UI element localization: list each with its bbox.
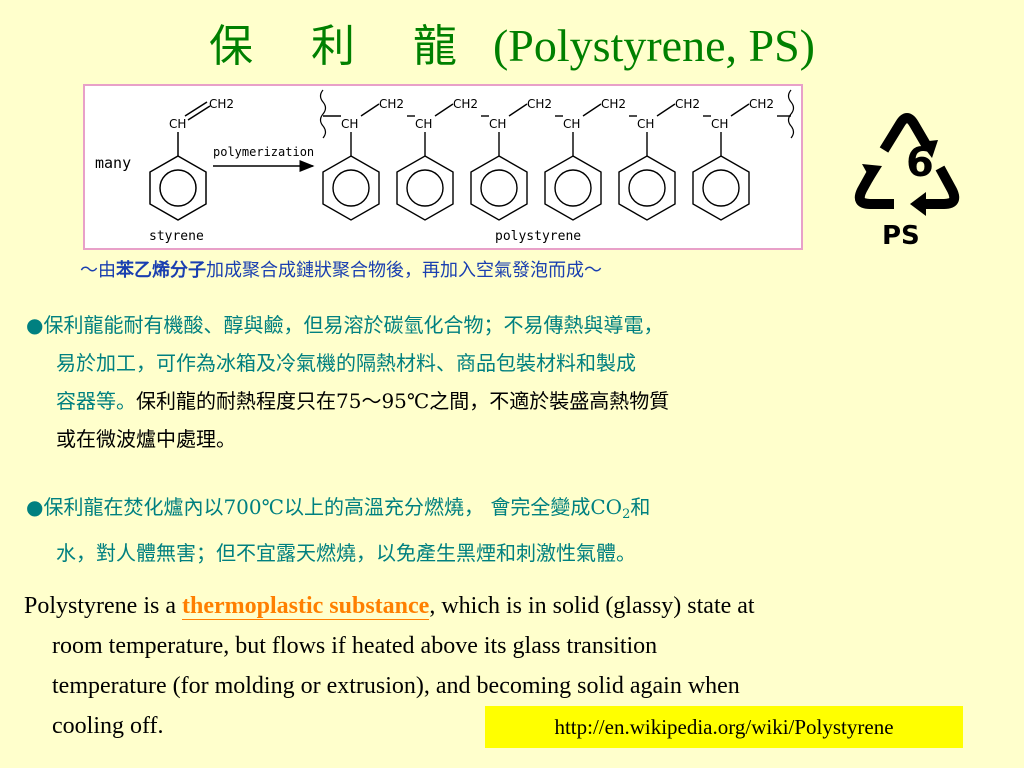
polymer-benzene-ring: [544, 155, 602, 221]
polymer-benzene-ring: [396, 155, 454, 221]
paragraph-properties: ●保利龍能耐有機酸、醇與鹼，但易溶於碳氫化合物；不易傳熱與導電， 易於加工，可作…: [26, 306, 1016, 458]
p2-subscript: 2: [622, 507, 631, 522]
p2-line2: 水，對人體無害；但不宜露天燃燒，以免產生黑煙和刺激性氣體。: [56, 541, 636, 565]
polymer-benzene-ring: [322, 155, 380, 221]
chain-break-left: [319, 89, 327, 139]
bullet-1: ●: [26, 313, 44, 337]
monomer-ch2: CH2: [209, 97, 234, 111]
polymer-ch2: CH2: [527, 97, 552, 111]
p1-line1: 保利龍能耐有機酸、醇與鹼，但易溶於碳氫化合物；不易傳熱與導電，: [43, 313, 664, 337]
polymer-ch: CH: [341, 117, 358, 131]
reaction-scheme: many CH CH2 styrene polymerization CH CH2…: [95, 89, 795, 244]
polymer-ch: CH: [489, 117, 506, 131]
en-part2: , which is in solid (glassy) state at: [429, 593, 755, 619]
bullet-2: ●: [26, 495, 44, 519]
polymer-ch2: CH2: [601, 97, 626, 111]
english-description: Polystyrene is a thermoplastic substance…: [24, 586, 994, 746]
polymer-benzene-ring: [470, 155, 528, 221]
aromatic-circle: [480, 169, 518, 207]
thermoplastic-link[interactable]: thermoplastic substance: [181, 593, 430, 620]
source-url[interactable]: http://en.wikipedia.org/wiki/Polystyrene: [485, 706, 963, 748]
polymer-ch2: CH2: [453, 97, 478, 111]
caption-rest: 加成聚合成鏈狀聚合物後，再加入空氣發泡而成～: [206, 260, 602, 281]
title-chinese: 保 利 龍: [209, 21, 479, 72]
backbone-bond: [656, 103, 676, 117]
polymer-ch: CH: [711, 117, 728, 131]
aromatic-circle: [628, 169, 666, 207]
arrow-label: polymerization: [213, 145, 314, 159]
many-label: many: [95, 154, 131, 172]
p1-line3a: 容器等。: [56, 389, 136, 413]
recycle-arrow-right: [922, 165, 960, 209]
caption-bold: 苯乙烯分子: [116, 260, 206, 281]
recycle-arrow-top: [879, 113, 933, 153]
polymer-ch2: CH2: [675, 97, 700, 111]
p1-line4: 或在微波爐中處理。: [56, 427, 236, 451]
page-title: 保 利 龍 (Polystyrene, PS): [0, 14, 1024, 79]
diagram-caption: ～由苯乙烯分子加成聚合成鏈狀聚合物後，再加入空氣發泡而成～: [80, 256, 940, 286]
aromatic-circle: [332, 169, 370, 207]
backbone-bond: [434, 103, 454, 117]
polymer-ch2: CH2: [749, 97, 774, 111]
backbone-bond: [582, 103, 602, 117]
backbone-bond: [360, 103, 380, 117]
recycle-code: PS: [882, 221, 920, 251]
p2-line1a: 保利龍在焚化爐內以700℃以上的高溫充分燃燒， 會完全變成CO: [43, 495, 623, 519]
en-line3: temperature (for molding or extrusion), …: [52, 673, 740, 699]
title-english: (Polystyrene, PS): [492, 20, 815, 71]
p1-line3b: 保利龍的耐熱程度只在75～95℃之間，不適於裝盛高熱物質: [136, 389, 670, 413]
en-line2: room temperature, but flows if heated ab…: [52, 633, 658, 659]
aromatic-circle: [554, 169, 592, 207]
backbone-bond: [508, 103, 528, 117]
chain-break-right: [787, 89, 795, 139]
polymer-ch: CH: [637, 117, 654, 131]
backbone-bond: [730, 103, 750, 117]
polymer-ch2: CH2: [379, 97, 404, 111]
polymerization-diagram: many CH CH2 styrene polymerization CH CH2…: [83, 84, 803, 250]
en-part1: Polystyrene is a: [24, 593, 182, 619]
en-line4: cooling off.: [52, 713, 164, 739]
caption-prefix: ～由: [80, 260, 116, 281]
monomer-benzene-ring: [149, 155, 207, 221]
monomer-ch: CH: [169, 117, 186, 131]
recycle-symbol-6-ps: 6 PS: [854, 113, 960, 251]
polystyrene-label: polystyrene: [495, 229, 581, 244]
polymer-ch: CH: [415, 117, 432, 131]
recycle-arrow-left: [854, 169, 894, 209]
polymer-benzene-ring: [618, 155, 676, 221]
styrene-label: styrene: [149, 229, 204, 244]
aromatic-circle: [406, 169, 444, 207]
p2-line1b: 和: [630, 495, 651, 519]
p1-line2: 易於加工，可作為冰箱及冷氣機的隔熱材料、商品包裝材料和製成: [56, 351, 636, 375]
paragraph-combustion: ●保利龍在焚化爐內以700℃以上的高溫充分燃燒， 會完全變成CO2和 水，對人體…: [26, 488, 1016, 572]
polymer-ch: CH: [563, 117, 580, 131]
recycle-number: 6: [906, 140, 934, 186]
aromatic-circle: [702, 169, 740, 207]
polymer-benzene-ring: [692, 155, 750, 221]
